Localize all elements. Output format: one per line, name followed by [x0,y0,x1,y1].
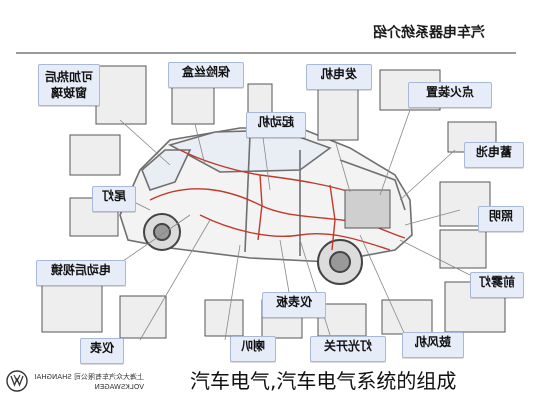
label-fuse-box: 保险丝盒 [168,62,244,88]
wiring-harness [149,149,406,251]
label-tail-light: 尾灯 [92,186,136,212]
caption: 汽车电气,汽车电气系统的组成 [190,369,457,393]
title-rule [16,52,516,54]
label-horn: 喇叭 [230,336,276,362]
leader-lines [109,109,471,341]
label-alternator: 发电机 [306,64,372,90]
label-fog-light: 前雾灯 [470,272,524,298]
label-lighting: 照明 [478,206,524,232]
label-light-switch: 灯光开关 [310,336,386,362]
volkswagen-logo-icon [6,370,28,392]
engine-block [344,189,391,229]
diagram-title: 汽车电器系统介绍 [373,25,485,41]
label-blower: 鼓风机 [402,332,464,358]
label-electric-mirror: 电动后视镜 [36,260,126,286]
label-starter: 起动机 [246,112,306,138]
label-rear-window-heater: 可加热后窗玻璃 [38,64,100,106]
wheels [143,213,363,285]
brand-text: 上海大众汽车有限公司 SHANGHAI VOLKSWAGEN [34,373,145,391]
label-ignition: 点火装置 [408,82,492,108]
label-instrument: 仪表 [80,338,124,364]
car-illustration [119,127,413,263]
label-dashboard: 仪表板 [262,292,326,318]
label-battery: 蓄电池 [464,142,524,168]
